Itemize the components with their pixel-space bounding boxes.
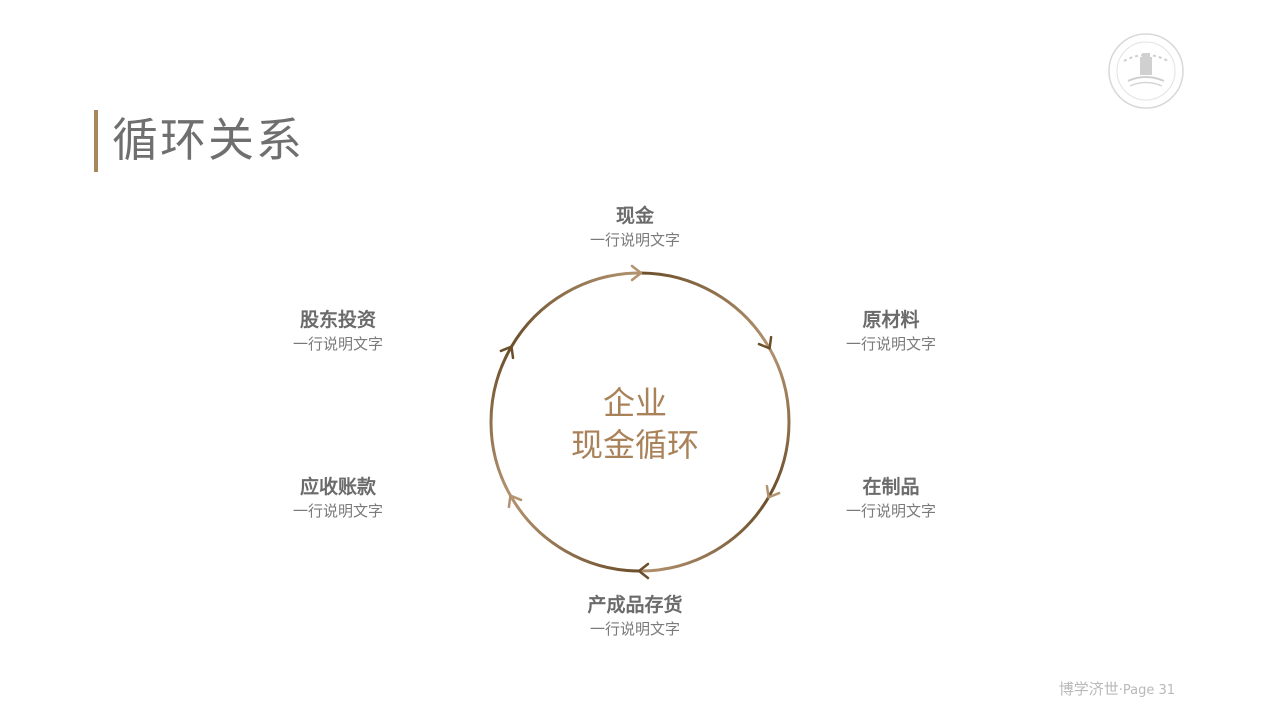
cycle-arrowhead	[507, 494, 523, 509]
cycle-arrows	[499, 264, 781, 580]
node-title: 在制品	[862, 476, 920, 498]
node-cash: 现金 一行说明文字	[535, 203, 735, 251]
cycle-arrowhead	[499, 345, 515, 360]
node-title: 原材料	[862, 309, 920, 331]
node-accounts-receivable: 应收账款 一行说明文字	[238, 474, 438, 522]
node-subtitle: 一行说明文字	[845, 335, 936, 353]
cycle-arc	[639, 495, 771, 573]
cycle-arrowhead	[630, 264, 643, 282]
page-title: 循环关系	[112, 113, 304, 167]
center-line-2: 现金循环	[570, 426, 699, 464]
cycle-arcs	[489, 271, 791, 573]
page-number: ·Page 31	[1118, 683, 1175, 698]
footer: 博学济世·Page 31	[1059, 678, 1175, 699]
cycle-arc	[509, 495, 641, 573]
university-seal-icon	[1108, 33, 1184, 109]
node-subtitle: 一行说明文字	[292, 502, 383, 520]
cycle-arrowhead	[765, 484, 781, 499]
center-label: 企业 现金循环	[535, 382, 735, 466]
cycle-arc	[509, 271, 641, 349]
node-title: 股东投资	[299, 309, 376, 331]
node-title: 应收账款	[299, 476, 376, 498]
node-title: 现金	[615, 205, 654, 227]
node-title: 产成品存货	[587, 594, 683, 616]
cycle-arrowhead	[637, 562, 650, 580]
cycle-arc	[639, 271, 771, 349]
node-work-in-progress: 在制品 一行说明文字	[791, 474, 991, 522]
node-shareholder-investment: 股东投资 一行说明文字	[238, 307, 438, 355]
node-finished-goods: 产成品存货 一行说明文字	[535, 592, 735, 640]
cycle-arc	[489, 346, 513, 498]
title-accent-bar	[94, 110, 98, 172]
node-subtitle: 一行说明文字	[845, 502, 936, 520]
cycle-arc	[767, 346, 791, 498]
center-line-1: 企业	[602, 384, 667, 422]
cycle-arrowhead	[757, 335, 773, 350]
node-subtitle: 一行说明文字	[589, 620, 680, 638]
node-subtitle: 一行说明文字	[292, 335, 383, 353]
node-subtitle: 一行说明文字	[589, 231, 680, 249]
node-raw-materials: 原材料 一行说明文字	[791, 307, 991, 355]
footer-motto: 博学济世	[1058, 680, 1119, 698]
